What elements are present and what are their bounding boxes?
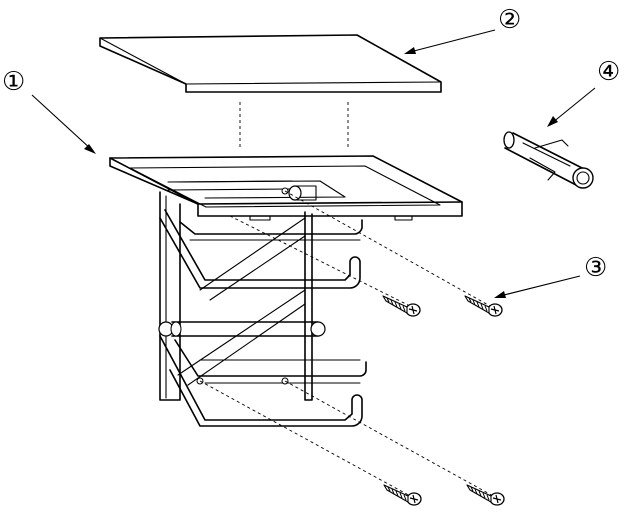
screws — [382, 295, 505, 506]
label-top-panel: ② — [498, 5, 521, 35]
panel-guide-lines — [239, 102, 349, 150]
callout-pointers — [31, 29, 596, 298]
label-frame: ① — [2, 67, 25, 97]
label-screws: ③ — [584, 253, 607, 283]
frame — [109, 155, 463, 427]
screw-guide-lines — [199, 190, 496, 498]
label-wall-anchor: ④ — [597, 57, 620, 87]
wall-anchor — [503, 131, 594, 189]
top-panel — [99, 34, 442, 93]
